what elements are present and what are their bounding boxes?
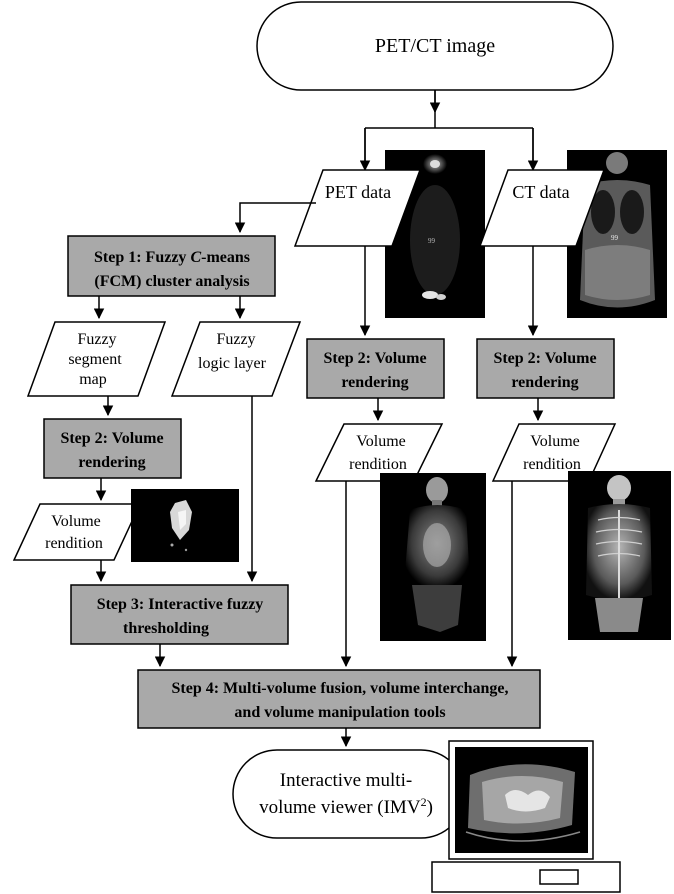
- pet-scan-mark: 99: [428, 237, 436, 245]
- step2-pet-line1: Step 2: Volume: [323, 350, 426, 367]
- viewer-line2: volume viewer (IMV2): [259, 795, 433, 818]
- rendition-ct-line1: Volume: [530, 433, 579, 450]
- rendition-left-line2: rendition: [45, 535, 103, 552]
- step4-line1: Step 4: Multi-volume fusion, volume inte…: [171, 680, 508, 697]
- step2-pet-line2: rendering: [341, 374, 408, 391]
- step2-left-line2: rendering: [78, 454, 145, 471]
- fuzzy-logic-layer-line1: Fuzzy: [216, 331, 255, 348]
- ct-data-label: CT data: [512, 182, 569, 202]
- petct-image-label: PET/CT image: [375, 35, 495, 57]
- pet-rendition-image: [380, 473, 486, 641]
- monitor-icon: [432, 741, 620, 892]
- step4-line2: and volume manipulation tools: [234, 704, 445, 721]
- fuzzy-segment-map-line1: Fuzzy: [77, 331, 116, 348]
- step2-ct-line2: rendering: [511, 374, 578, 391]
- step2-ct-line1: Step 2: Volume: [493, 350, 596, 367]
- ct-scan-mark: 99: [611, 234, 619, 242]
- step1-line1: Step 1: Fuzzy C-means: [94, 249, 250, 266]
- step3-line1: Step 3: Interactive fuzzy: [97, 596, 264, 613]
- viewer-terminal: [233, 750, 465, 838]
- fuzzy-logic-layer-line2: logic layer: [198, 355, 267, 372]
- step1-line2: (FCM) cluster analysis: [94, 273, 249, 290]
- rendition-pet-line2: rendition: [349, 456, 407, 473]
- fuzzy-segment-map-line2: segment: [68, 351, 122, 368]
- ct-rendition-image: [568, 471, 671, 640]
- step2-left-line1: Step 2: Volume: [60, 430, 163, 447]
- fuzzy-segment-map-line3: map: [79, 371, 107, 388]
- step3-line2: thresholding: [123, 620, 209, 637]
- left-rendition-image: [131, 489, 239, 562]
- pet-data-label: PET data: [325, 182, 391, 202]
- rendition-left-line1: Volume: [51, 513, 100, 530]
- rendition-ct-line2: rendition: [523, 456, 581, 473]
- rendition-pet-line1: Volume: [356, 433, 405, 450]
- viewer-line1: Interactive multi-: [280, 770, 412, 791]
